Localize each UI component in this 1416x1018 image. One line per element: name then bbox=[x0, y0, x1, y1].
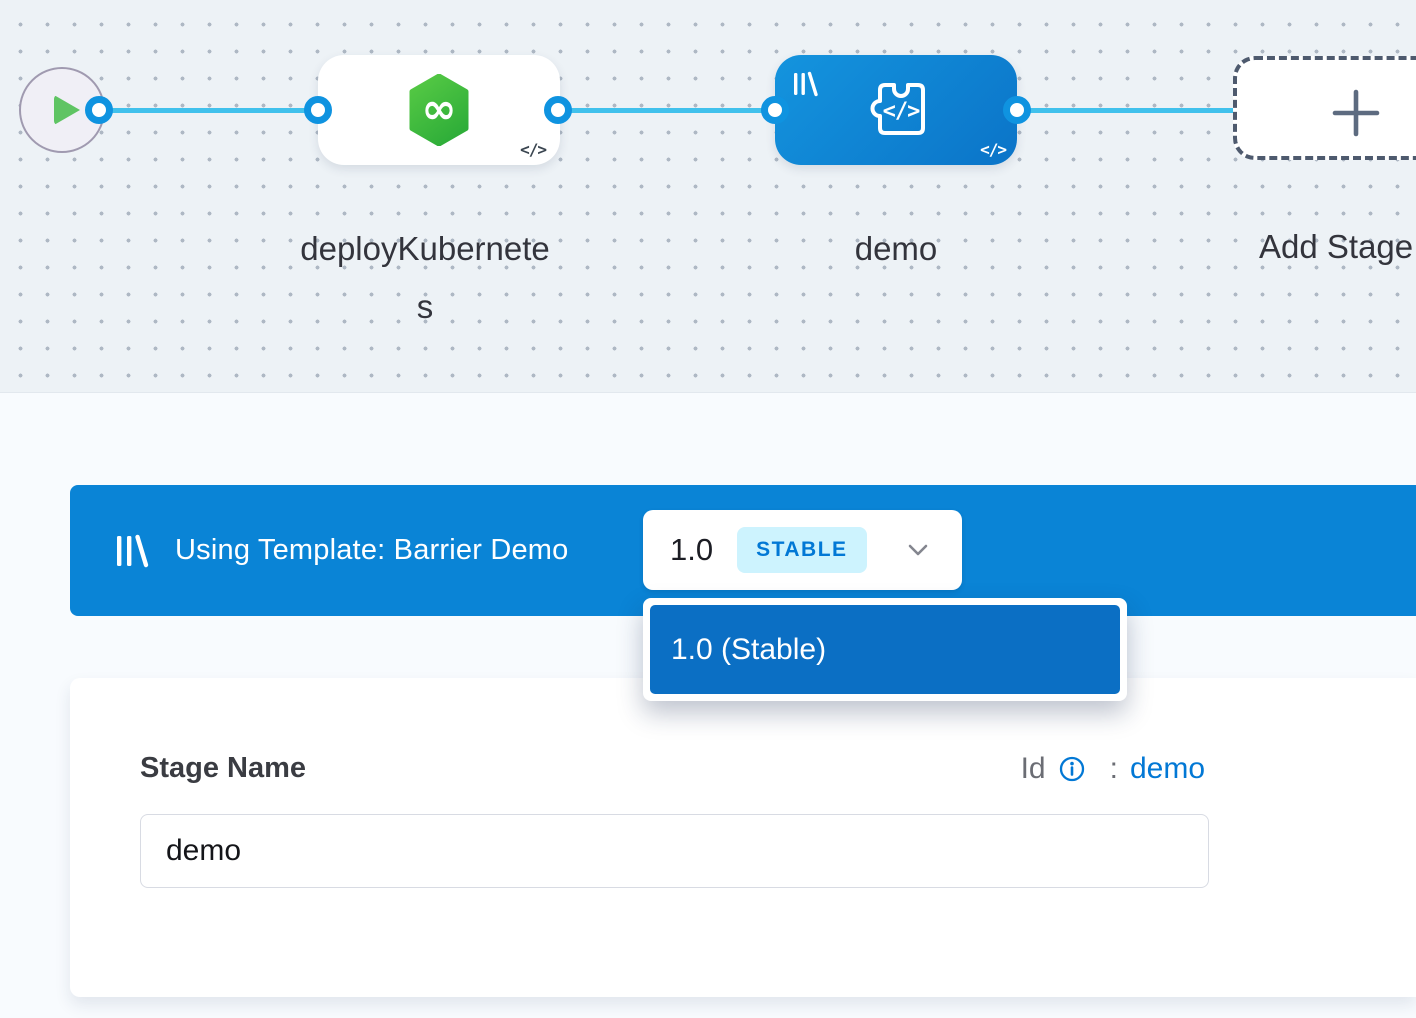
connector-port[interactable] bbox=[544, 96, 572, 124]
svg-text:</>: </> bbox=[883, 99, 920, 124]
stage-label-deploykubernetes: deployKubernetes bbox=[300, 230, 550, 325]
stage-node-deploykubernetes[interactable]: ∞ </> bbox=[318, 55, 560, 165]
custom-stage-icon: </> bbox=[870, 83, 925, 135]
stage-label-add: Add Stage bbox=[1259, 228, 1414, 265]
template-library-icon bbox=[794, 71, 818, 97]
id-colon: : bbox=[1109, 752, 1118, 785]
connector-port[interactable] bbox=[304, 96, 332, 124]
connector-port[interactable] bbox=[1003, 96, 1031, 124]
play-icon bbox=[54, 95, 80, 125]
stage-name-label: Stage Name bbox=[140, 752, 307, 784]
connector-line bbox=[99, 108, 318, 113]
stage-overview-panel: Stage Name Id : demo bbox=[70, 678, 1416, 997]
pipeline-canvas[interactable]: ∞ </> </> </> deployKubernetes bbox=[0, 0, 1416, 393]
version-menu-item[interactable]: 1.0 (Stable) bbox=[650, 605, 1120, 694]
stable-badge: STABLE bbox=[737, 527, 867, 573]
deployment-stage-icon: ∞ bbox=[409, 74, 469, 146]
code-icon[interactable]: </> bbox=[520, 140, 547, 159]
stage-id-row: Id : demo bbox=[1021, 752, 1205, 786]
code-icon[interactable]: </> bbox=[980, 140, 1007, 159]
template-banner: Using Template: Barrier Demo 1.0 STABLE bbox=[70, 485, 1416, 616]
template-library-icon bbox=[117, 534, 149, 567]
template-version-select[interactable]: 1.0 STABLE bbox=[643, 510, 962, 590]
connector-port[interactable] bbox=[85, 96, 113, 124]
stage-id-value: demo bbox=[1129, 752, 1205, 785]
version-dropdown-menu: 1.0 (Stable) bbox=[643, 598, 1127, 701]
template-banner-text: Using Template: Barrier Demo bbox=[175, 534, 569, 566]
svg-text:∞: ∞ bbox=[422, 84, 457, 133]
chevron-down-icon bbox=[908, 544, 928, 556]
stage-name-input[interactable] bbox=[140, 814, 1209, 888]
stage-node-demo[interactable]: </> </> bbox=[775, 55, 1017, 165]
stage-label-demo: demo bbox=[854, 230, 938, 267]
info-icon[interactable] bbox=[1058, 755, 1086, 783]
add-stage-button[interactable] bbox=[1233, 56, 1416, 160]
template-version-value: 1.0 bbox=[670, 532, 714, 567]
connector-line bbox=[1017, 108, 1236, 113]
id-label: Id bbox=[1020, 752, 1046, 785]
plus-icon bbox=[1332, 89, 1380, 137]
connector-line bbox=[558, 108, 775, 113]
version-menu-item-label: 1.0 (Stable) bbox=[671, 632, 827, 666]
connector-port[interactable] bbox=[761, 96, 789, 124]
